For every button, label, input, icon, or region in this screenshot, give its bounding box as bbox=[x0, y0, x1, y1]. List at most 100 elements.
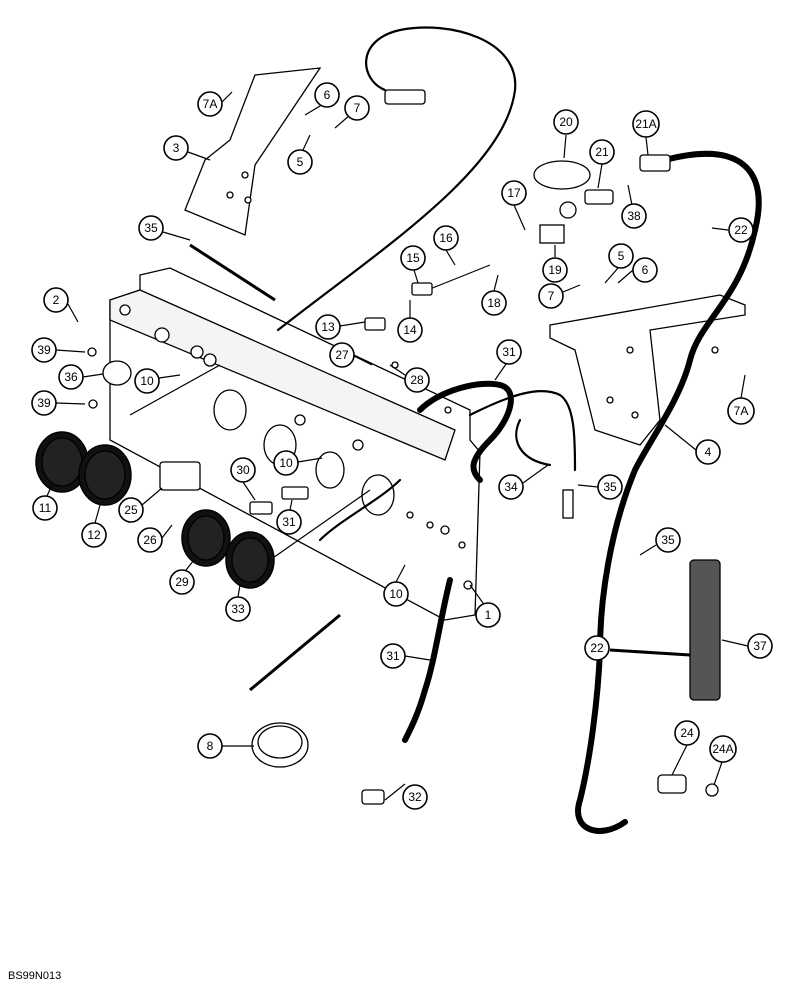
callout-11: 11 bbox=[32, 484, 58, 521]
callout-31-mid: 31 bbox=[276, 499, 302, 535]
document-code: BS99N013 bbox=[8, 970, 62, 982]
callout-label: 10 bbox=[140, 374, 154, 388]
callout-label: 39 bbox=[37, 343, 51, 357]
callout-label: 6 bbox=[642, 263, 649, 277]
callout-22-top: 22 bbox=[711, 217, 754, 243]
callout-label: 19 bbox=[548, 263, 562, 277]
callout-label: 15 bbox=[406, 251, 420, 265]
callout-36: 36 bbox=[58, 364, 104, 390]
callout-label: 10 bbox=[389, 587, 403, 601]
fittings bbox=[87, 89, 721, 805]
callout-label: 17 bbox=[507, 186, 521, 200]
callout-label: 35 bbox=[603, 480, 617, 494]
callout-12: 12 bbox=[81, 504, 107, 548]
callout-1: 1 bbox=[469, 584, 501, 628]
callout-37: 37 bbox=[721, 633, 773, 659]
callout-label: 21A bbox=[635, 117, 656, 131]
callout-35-right: 35 bbox=[639, 527, 681, 556]
callout-15: 15 bbox=[400, 245, 426, 284]
callout-label: 35 bbox=[144, 221, 158, 235]
callout-25: 25 bbox=[118, 487, 163, 523]
gauges bbox=[35, 431, 275, 589]
callout-label: 13 bbox=[321, 320, 335, 334]
callout-4: 4 bbox=[664, 424, 721, 465]
callout-label: 33 bbox=[231, 602, 245, 616]
callout-38: 38 bbox=[621, 184, 647, 229]
callout-2: 2 bbox=[43, 287, 79, 323]
callout-label: 3 bbox=[173, 141, 180, 155]
callout-label: 36 bbox=[64, 370, 78, 384]
callout-6: 6 bbox=[304, 82, 340, 116]
callout-10-left: 10 bbox=[134, 368, 181, 394]
callout-29: 29 bbox=[169, 559, 195, 595]
callout-22-bottom: 22 bbox=[584, 635, 610, 661]
callout-label: 28 bbox=[410, 373, 424, 387]
callout-24a: 24A bbox=[709, 735, 737, 786]
callout-label: 24 bbox=[680, 726, 694, 740]
callout-7a-top: 7A bbox=[197, 91, 233, 117]
callout-19: 19 bbox=[542, 245, 568, 283]
callout-39-bottom: 39 bbox=[31, 390, 86, 416]
callout-label: 7 bbox=[548, 289, 555, 303]
callout-label: 16 bbox=[439, 231, 453, 245]
callout-20: 20 bbox=[553, 109, 579, 159]
callout-14: 14 bbox=[397, 300, 423, 343]
callout-label: 34 bbox=[504, 480, 518, 494]
callout-label: 32 bbox=[408, 790, 422, 804]
callout-18: 18 bbox=[481, 274, 507, 316]
callout-label: 11 bbox=[39, 501, 52, 515]
callout-10-mid: 10 bbox=[273, 450, 323, 476]
callout-label: 2 bbox=[53, 293, 60, 307]
callout-label: 38 bbox=[627, 209, 641, 223]
callout-label: 18 bbox=[487, 296, 501, 310]
callout-7-right: 7 bbox=[538, 283, 581, 309]
callout-5: 5 bbox=[287, 134, 313, 175]
callout-label: 10 bbox=[279, 456, 293, 470]
callout-31-top: 31 bbox=[494, 339, 522, 381]
bracket-3 bbox=[184, 67, 322, 236]
callout-7: 7 bbox=[334, 95, 370, 129]
callout-31-bottom: 31 bbox=[380, 643, 431, 669]
callout-35-mid: 35 bbox=[577, 474, 623, 500]
callout-5-right: 5 bbox=[604, 243, 634, 284]
callout-label: 22 bbox=[590, 641, 604, 655]
instrument-panel bbox=[109, 267, 481, 621]
wiring-and-hoses bbox=[129, 26, 762, 834]
callout-6-right: 6 bbox=[617, 257, 658, 284]
callout-label: 5 bbox=[297, 155, 304, 169]
callout-26: 26 bbox=[137, 524, 173, 553]
callout-label: 5 bbox=[618, 249, 625, 263]
callout-3: 3 bbox=[163, 135, 211, 161]
callout-label: 21 bbox=[595, 145, 609, 159]
callout-13: 13 bbox=[315, 314, 366, 340]
callout-label: 7A bbox=[734, 404, 749, 418]
callout-label: 4 bbox=[705, 445, 712, 459]
callout-label: 27 bbox=[335, 348, 349, 362]
callout-35-top: 35 bbox=[138, 215, 191, 241]
callout-label: 29 bbox=[175, 575, 189, 589]
callout-34: 34 bbox=[498, 464, 549, 500]
callout-label: 31 bbox=[282, 515, 296, 529]
callout-7a-right: 7A bbox=[727, 374, 755, 425]
callout-30: 30 bbox=[230, 457, 256, 501]
callout-label: 7 bbox=[354, 101, 361, 115]
callout-label: 26 bbox=[143, 533, 157, 547]
callout-label: 30 bbox=[236, 463, 250, 477]
callout-label: 7A bbox=[203, 97, 218, 111]
callout-10-bottom: 10 bbox=[383, 564, 409, 607]
callout-label: 12 bbox=[87, 528, 101, 542]
callout-label: 31 bbox=[386, 649, 400, 663]
callout-21: 21 bbox=[589, 139, 615, 189]
callout-label: 25 bbox=[124, 503, 138, 517]
callout-label: 6 bbox=[324, 88, 331, 102]
callout-label: 31 bbox=[502, 345, 516, 359]
callouts: 7A 6 7 5 3 20 21A bbox=[31, 82, 773, 810]
callout-32: 32 bbox=[384, 783, 428, 810]
callout-21a: 21A bbox=[632, 110, 660, 156]
callout-label: 22 bbox=[734, 223, 748, 237]
callout-label: 24A bbox=[712, 742, 733, 756]
callout-label: 37 bbox=[753, 639, 767, 653]
callout-label: 1 bbox=[485, 608, 492, 622]
callout-17: 17 bbox=[501, 180, 527, 231]
